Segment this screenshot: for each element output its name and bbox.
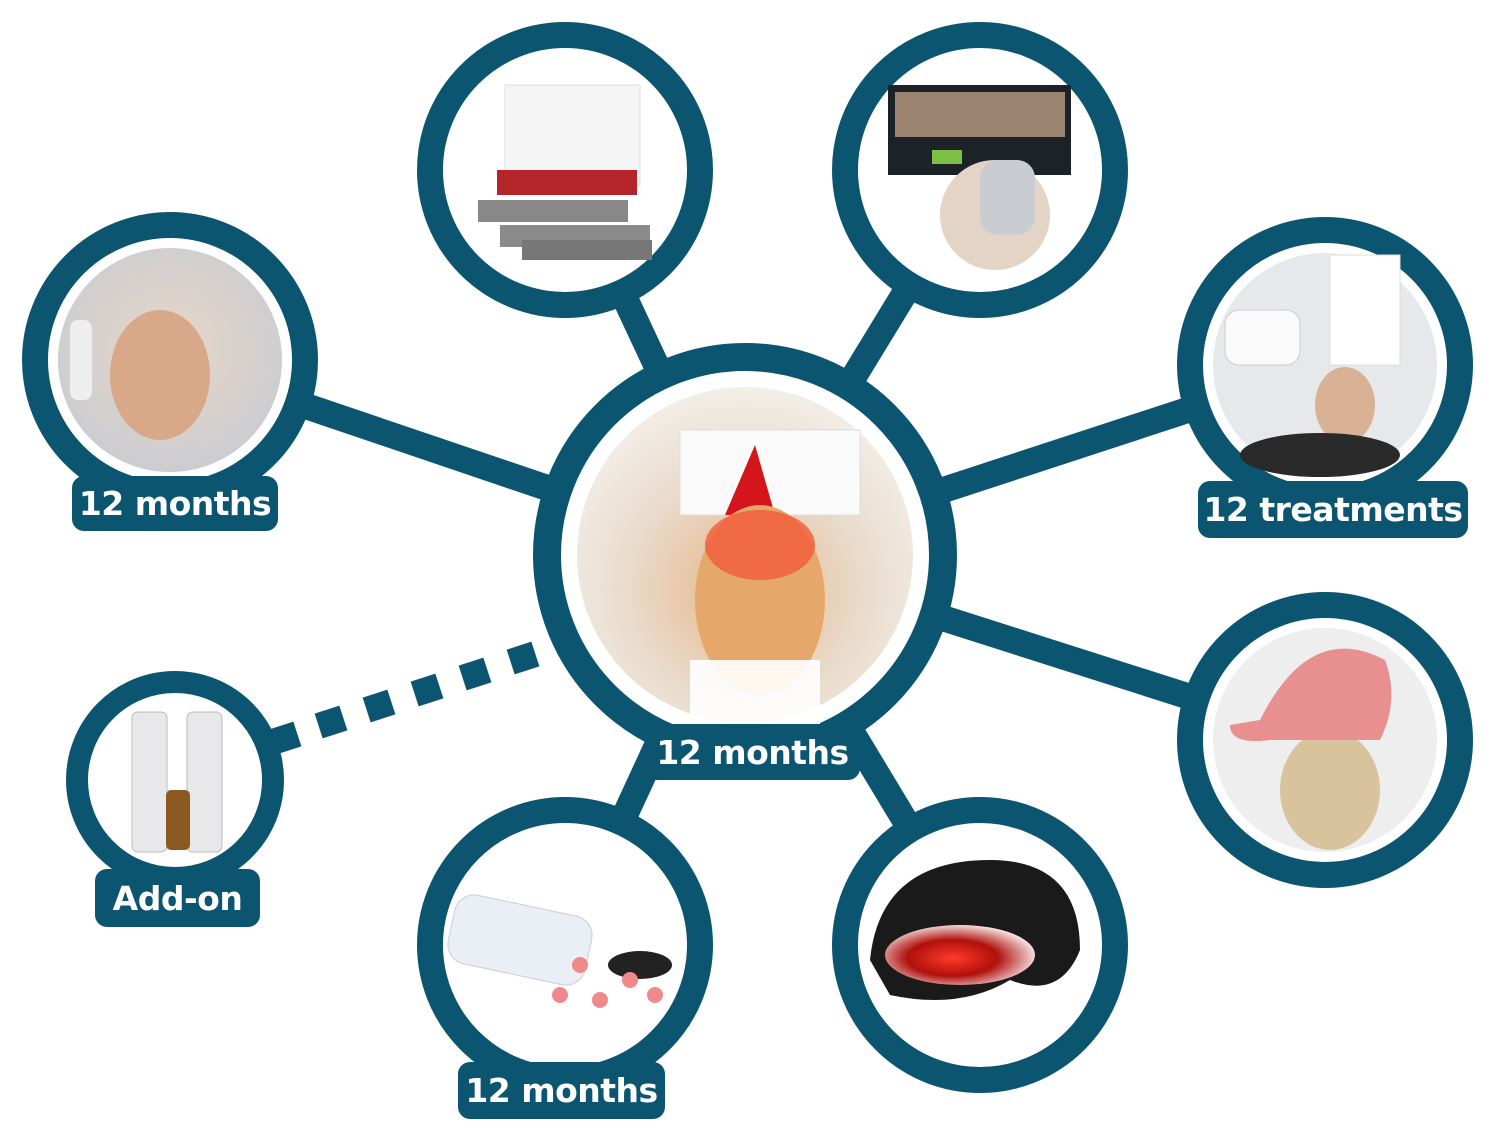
cap-icon xyxy=(1230,648,1392,741)
vitamins-label: 12 months xyxy=(458,1062,665,1119)
clinic-treatment-node xyxy=(1177,217,1473,513)
man-face-icon xyxy=(110,310,210,440)
laser-helmet-node xyxy=(832,797,1128,1093)
scalp-analysis-node xyxy=(832,22,1128,318)
dna-kit-node xyxy=(417,22,713,318)
shampoo-label: Add-on xyxy=(95,869,260,927)
vitamin-bottle-icon xyxy=(447,894,593,986)
laser-cap-node xyxy=(1177,592,1473,888)
serum-bottle-icon xyxy=(166,790,190,850)
hub-node xyxy=(533,343,957,767)
hub-label: 12 months xyxy=(645,724,860,780)
handheld-scope-icon xyxy=(980,160,1035,235)
topical-spray-node xyxy=(22,212,318,508)
clinic-treatment-label: 12 treatments xyxy=(1198,481,1468,538)
kit-box-icon xyxy=(497,170,637,195)
vitamins-node xyxy=(417,797,713,1093)
conditioner-bottle-icon xyxy=(186,711,223,853)
topical-spray-label: 12 months xyxy=(72,476,278,531)
machine-icon xyxy=(1224,309,1301,366)
shampoo-node xyxy=(66,671,284,889)
dotted-connector xyxy=(268,641,540,755)
shampoo-bottle-icon xyxy=(131,711,168,853)
